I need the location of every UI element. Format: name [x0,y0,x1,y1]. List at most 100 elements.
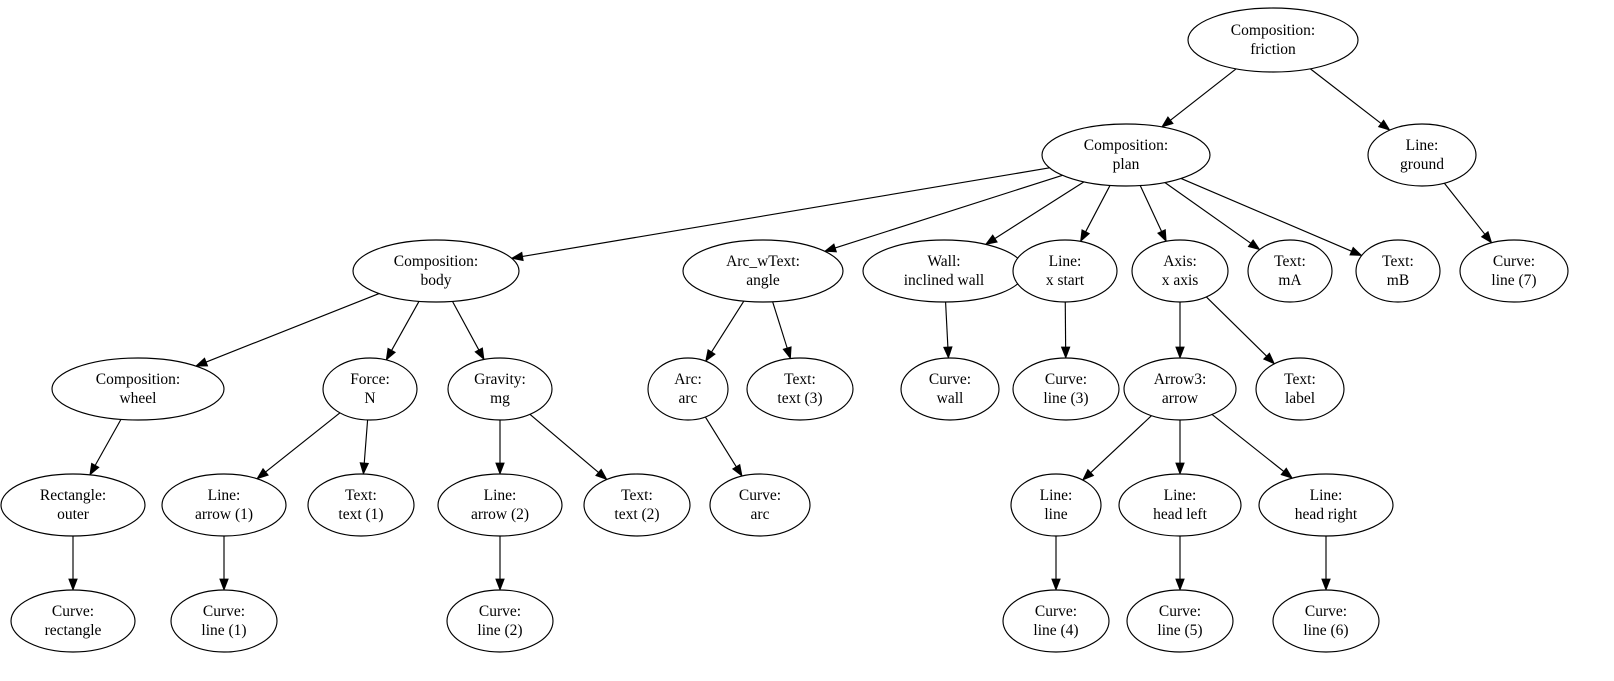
node-text2[interactable]: Text:text (2) [583,473,691,537]
node-inclinedwall[interactable]: Wall:inclined wall [862,239,1026,303]
node-ground[interactable]: Line:ground [1367,123,1477,187]
node-line5[interactable]: Curve:line (5) [1126,589,1234,653]
node-shape-mB[interactable] [1355,239,1441,303]
edge-inclinedwall-to-curvewall [945,301,949,348]
node-label-type-lineline: Line: [1040,487,1073,504]
node-shape-xstart[interactable] [1012,239,1118,303]
node-shape-headleft[interactable] [1118,473,1242,537]
node-label-type-text3: Text: [784,371,816,388]
node-arc[interactable]: Arc:arc [647,357,729,421]
node-shape-friction[interactable] [1187,7,1359,73]
arrowhead-icon [1321,578,1331,592]
node-shape-angle[interactable] [682,239,844,303]
edge-plan-to-mA [1164,182,1252,244]
node-forceN[interactable]: Force:N [322,357,418,421]
node-xaxis[interactable]: Axis:x axis [1131,239,1229,303]
node-label-name-plan: plan [1113,156,1140,173]
node-shape-headright[interactable] [1258,473,1394,537]
node-label-name-text3: text (3) [777,390,822,407]
node-label-type-xaxis: Axis: [1163,253,1197,270]
node-arrow3[interactable]: Arrow3:arrow [1123,357,1237,421]
node-arrow1[interactable]: Line:arrow (1) [161,473,287,537]
edge-plan-to-xaxis [1139,185,1163,232]
node-xstart[interactable]: Line:x start [1012,239,1118,303]
node-label-name-friction: friction [1250,41,1296,58]
node-line7[interactable]: Curve:line (7) [1459,239,1569,303]
node-shape-arrow2[interactable] [437,473,563,537]
node-shape-outer[interactable] [0,473,146,537]
node-shape-mA[interactable] [1247,239,1333,303]
node-label-type-textlabel: Text: [1284,371,1316,388]
node-shape-arrow3[interactable] [1123,357,1237,421]
node-line4[interactable]: Curve:line (4) [1002,589,1110,653]
node-shape-curvewall[interactable] [900,357,1000,421]
node-shape-textlabel[interactable] [1255,357,1345,421]
arrowhead-icon [1280,467,1294,479]
node-curverect[interactable]: Curve:rectangle [10,589,136,653]
node-lineline[interactable]: Line:line [1010,473,1102,537]
node-plan[interactable]: Composition:plan [1041,123,1211,187]
node-shape-wheel[interactable] [51,357,225,421]
node-line3[interactable]: Curve:line (3) [1012,357,1120,421]
node-label-name-arc: arc [679,390,698,407]
arrowhead-icon [705,349,716,363]
node-body[interactable]: Composition:body [352,239,520,303]
node-arrow2[interactable]: Line:arrow (2) [437,473,563,537]
node-angle[interactable]: Arc_wText:angle [682,239,844,303]
node-shape-curvearc[interactable] [709,473,811,537]
node-shape-curverect[interactable] [10,589,136,653]
edge-arc-to-curvearc [704,416,737,468]
node-shape-lineline[interactable] [1010,473,1102,537]
node-headright[interactable]: Line:head right [1258,473,1394,537]
node-label-name-line3: line (3) [1043,390,1088,407]
node-friction[interactable]: Composition:friction [1187,7,1359,73]
node-shape-gravitymg[interactable] [447,357,553,421]
node-shape-forceN[interactable] [322,357,418,421]
node-headleft[interactable]: Line:head left [1118,473,1242,537]
node-shape-ground[interactable] [1367,123,1477,187]
node-shape-line4[interactable] [1002,589,1110,653]
node-mB[interactable]: Text:mB [1355,239,1441,303]
node-shape-line3[interactable] [1012,357,1120,421]
node-shape-text1[interactable] [307,473,415,537]
arrowhead-icon [256,467,269,480]
node-line1[interactable]: Curve:line (1) [170,589,278,653]
node-gravitymg[interactable]: Gravity:mg [447,357,553,421]
node-shape-text3[interactable] [746,357,854,421]
node-line6[interactable]: Curve:line (6) [1272,589,1380,653]
node-shape-line1[interactable] [170,589,278,653]
arrowhead-icon [1081,468,1095,481]
node-curvearc[interactable]: Curve:arc [709,473,811,537]
node-wheel[interactable]: Composition: wheel [51,357,225,421]
node-shape-line6[interactable] [1272,589,1380,653]
node-shape-text2[interactable] [583,473,691,537]
node-shape-line2[interactable] [446,589,554,653]
node-curvewall[interactable]: Curve:wall [900,357,1000,421]
node-textlabel[interactable]: Text:label [1255,357,1345,421]
arrowhead-icon [1080,229,1091,243]
node-shape-inclinedwall[interactable] [862,239,1026,303]
arrowhead-icon [495,462,505,476]
node-shape-body[interactable] [352,239,520,303]
node-text1[interactable]: Text:text (1) [307,473,415,537]
node-label-name-line5: line (5) [1157,622,1202,639]
node-shape-arrow1[interactable] [161,473,287,537]
node-shape-arc[interactable] [647,357,729,421]
node-text3[interactable]: Text: text (3) [746,357,854,421]
node-shape-plan[interactable] [1041,123,1211,187]
arrowhead-icon [68,578,78,592]
node-label-name-mB: mB [1387,272,1409,289]
node-label-type-line1: Curve: [203,603,245,620]
node-outer[interactable]: Rectangle:outer [0,473,146,537]
node-line2[interactable]: Curve:line (2) [446,589,554,653]
node-label-type-curvewall: Curve: [929,371,971,388]
node-label-type-inclinedwall: Wall: [927,253,960,270]
node-label-name-forceN: N [364,390,375,407]
node-label-name-wheel: wheel [119,390,156,407]
node-shape-line5[interactable] [1126,589,1234,653]
node-mA[interactable]: Text:mA [1247,239,1333,303]
node-label-type-wheel: Composition: [96,371,180,388]
node-shape-xaxis[interactable] [1131,239,1229,303]
node-shape-line7[interactable] [1459,239,1569,303]
